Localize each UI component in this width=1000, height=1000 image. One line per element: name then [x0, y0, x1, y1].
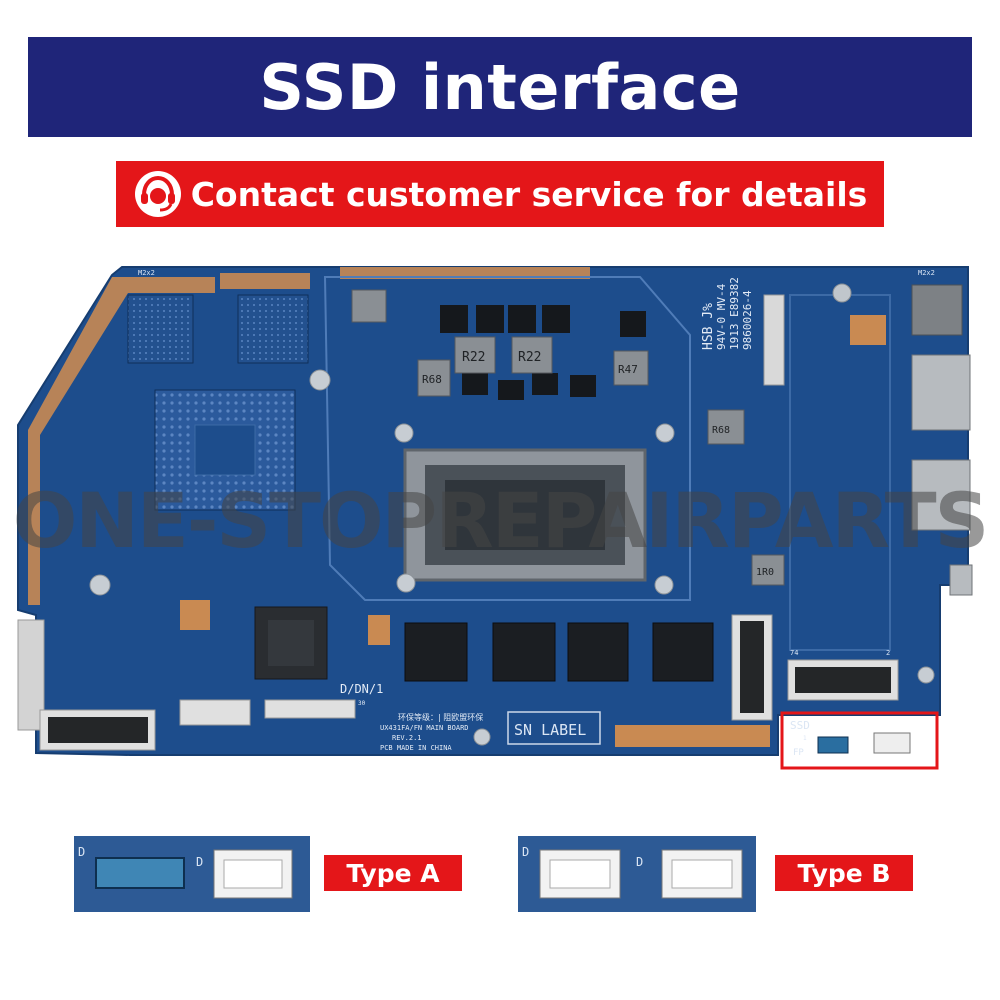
ddn-label: D/DN/1 [340, 682, 383, 696]
pin1-label: 1 [803, 735, 807, 742]
pin74-label: 74 [790, 649, 798, 657]
watermark-text: ONE-STOPREPAIRPARTS [12, 476, 990, 565]
model-label: UX431FA/FN MAIN BOARD [380, 724, 469, 732]
page-title: SSD interface [259, 50, 741, 124]
contact-text: Contact customer service for details [190, 174, 868, 214]
board-code-2: 1913 E89382 [728, 277, 741, 350]
sn-label: SN LABEL [514, 721, 586, 739]
type-a-label: Type A [324, 855, 462, 891]
r22-label-a: R22 [462, 350, 485, 365]
fp-label: FP [793, 748, 804, 758]
pin30-label: 30 [358, 700, 366, 707]
title-banner: SSD interface [28, 37, 972, 137]
headset-icon [134, 171, 181, 217]
1r0-label: 1R0 [756, 567, 774, 578]
svg-text:D: D [522, 845, 529, 859]
svg-text:D: D [196, 855, 203, 869]
type-b-label: Type B [775, 855, 913, 891]
r68-label: R68 [422, 373, 442, 386]
r47-label: R47 [618, 363, 638, 376]
contact-banner: Contact customer service for details [116, 161, 884, 227]
r68b-label: R68 [712, 425, 730, 436]
m2x2-label-b: M2x2 [918, 269, 935, 277]
board-code-1: 94V-0 MV-4 [715, 283, 728, 350]
hsb-label: HSB J% [701, 303, 716, 350]
board-code-3: 9860026-4 [741, 290, 754, 350]
motherboard-image: M2x2 M2x2 R22 R22 R68 R47 R68 1R0 HSB J%… [17, 266, 973, 770]
type-b-connector-image: D D [518, 836, 756, 912]
ssd-label: SSD [790, 719, 810, 732]
m2x2-label-a: M2x2 [138, 269, 155, 277]
pin2-label: 2 [886, 649, 890, 657]
type-a-connector-image: D D [74, 836, 310, 912]
svg-text:D: D [636, 855, 643, 869]
made-label: PCB MADE IN CHINA [380, 744, 452, 752]
svg-text:D: D [78, 845, 85, 859]
env-label: 环保等级：| 阻欧盟环保 [398, 712, 483, 722]
rev-label: REV.2.1 [392, 734, 422, 742]
r22-label-b: R22 [518, 350, 541, 365]
